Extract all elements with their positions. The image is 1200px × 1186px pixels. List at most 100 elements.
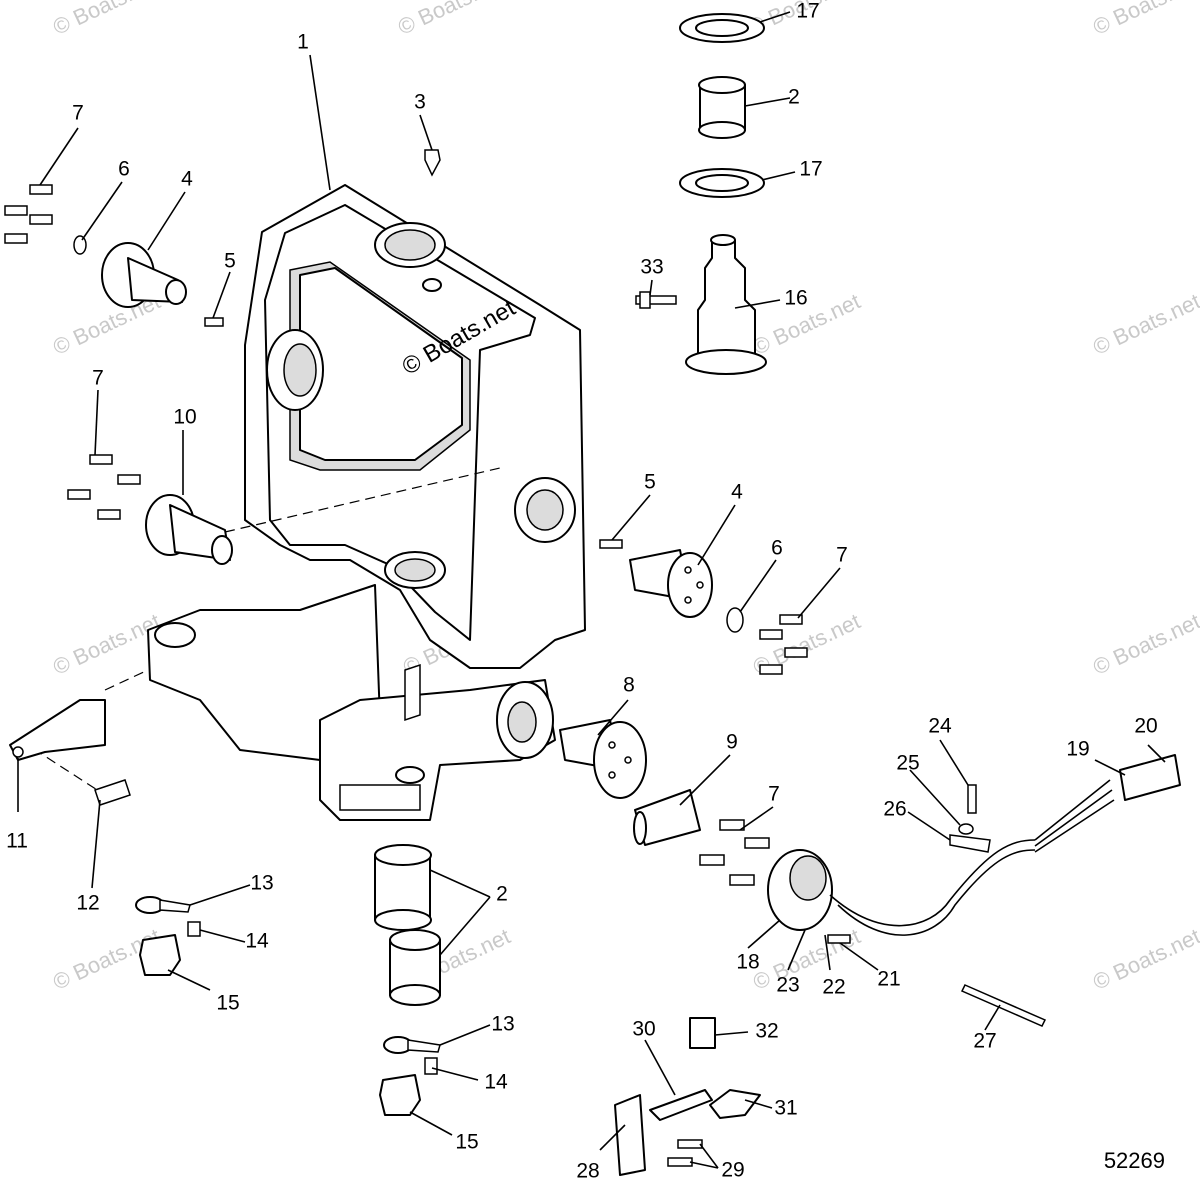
callout-14: 14 (484, 1071, 508, 1094)
callout-20: 20 (1134, 715, 1157, 738)
leader-lines (17, 11, 1166, 1169)
screw-5-right-part (599, 539, 623, 549)
watermark: © Boats.net (394, 0, 509, 40)
screw-33-part (635, 291, 677, 309)
callout-23: 23 (776, 974, 799, 997)
watermark: © Boats.net (1089, 608, 1200, 679)
watermark: © Boats.net (49, 0, 164, 40)
callout-14: 14 (245, 930, 269, 953)
callout-15: 15 (455, 1131, 478, 1154)
screw-5-top-part (204, 317, 224, 327)
callout-21: 21 (877, 968, 900, 991)
retainer-32-part (689, 1017, 716, 1049)
callout-12: 12 (76, 892, 99, 915)
callout-8: 8 (623, 674, 635, 697)
bracket-31-part (709, 1089, 761, 1119)
callout-5: 5 (644, 471, 656, 494)
callout-31: 31 (774, 1097, 797, 1120)
callout-2: 2 (496, 883, 508, 906)
nut-15a-part (139, 934, 181, 976)
pivot-pin-10-part (145, 494, 233, 565)
nut-15b-part (379, 1074, 421, 1116)
bolts-7-top-left (4, 184, 53, 244)
washer-6-right-part (726, 607, 744, 633)
ground-terminal-13b-part (383, 1036, 441, 1054)
bolts-7-right-lower (699, 819, 770, 886)
callout-17: 17 (796, 0, 819, 23)
grease-fitting-part (424, 149, 441, 177)
clip-26-part (949, 834, 991, 853)
callout-24: 24 (928, 715, 952, 738)
watermark: © Boats.net (749, 923, 864, 994)
thrust-washer-lower-part (679, 168, 765, 198)
washer-6-top-part (73, 235, 87, 255)
callout-32: 32 (755, 1020, 778, 1043)
callout-19: 19 (1066, 738, 1089, 761)
bolts-7-mid-left (67, 454, 141, 520)
callout-27: 27 (973, 1030, 996, 1053)
watermark: © Boats.net (49, 608, 164, 679)
pivot-pin-4-top-part (101, 242, 187, 308)
callout-28: 28 (576, 1160, 599, 1183)
screw-21-part (827, 934, 851, 944)
callout-16: 16 (784, 287, 807, 310)
callout-29: 29 (721, 1159, 744, 1182)
cable-tie-27-part (960, 984, 1047, 1027)
clip-12-part (94, 779, 131, 806)
screw-14a-part (187, 921, 201, 937)
callout-6: 6 (118, 158, 130, 181)
callout-4: 4 (181, 168, 193, 191)
callout-10: 10 (173, 406, 196, 429)
callout-7: 7 (836, 544, 848, 567)
ground-terminal-13a-part (135, 896, 191, 914)
bracket-28-part (614, 1094, 646, 1176)
callout-15: 15 (216, 992, 239, 1015)
screw-14b-part (424, 1057, 438, 1075)
callout-7: 7 (72, 102, 84, 125)
washer-25-part (958, 823, 974, 835)
callout-33: 33 (640, 256, 663, 279)
sleeve-9-part (633, 789, 701, 846)
callout-7: 7 (768, 783, 780, 806)
bracket-30-part (649, 1089, 713, 1121)
screws-29-part (667, 1139, 703, 1167)
callout-2: 2 (788, 86, 800, 109)
callout-5: 5 (224, 250, 236, 273)
pivot-pin-4-right-part (629, 549, 713, 618)
bolts-7-right-upper (759, 614, 808, 675)
callout-26: 26 (883, 798, 906, 821)
pivot-pin-8-part (559, 719, 647, 799)
callout-4: 4 (731, 481, 743, 504)
watermark: © Boats.net (1089, 288, 1200, 359)
gimbal-housing-part (147, 184, 586, 821)
callout-11: 11 (6, 830, 28, 853)
bushing-2-lower-a-part (374, 844, 432, 931)
callout-1: 1 (297, 31, 309, 54)
callout-17: 17 (799, 158, 822, 181)
trim-sender-18-part (767, 839, 1036, 936)
bushing-2-lower-b-part (389, 929, 441, 1006)
callout-18: 18 (736, 951, 759, 974)
terminals-19-part (1034, 779, 1115, 853)
watermarks: © Boats.net © Boats.net © Boats.net © Bo… (49, 0, 1200, 995)
callout-9: 9 (726, 731, 738, 754)
callout-7: 7 (92, 367, 104, 390)
callout-22: 22 (822, 976, 845, 999)
thrust-washer-top-part (679, 13, 765, 43)
watermark: © Boats.net (1089, 923, 1200, 994)
steering-pin-part (685, 234, 767, 375)
watermark: © Boats.net (1089, 0, 1200, 40)
callout-13: 13 (491, 1013, 514, 1036)
callout-25: 25 (896, 752, 919, 775)
callout-30: 30 (632, 1018, 655, 1041)
screw-24-part (967, 784, 977, 814)
bushing-top-part (698, 76, 746, 139)
drawing-number: 52269 (1104, 1148, 1165, 1173)
callout-numbers: 1 3 17 2 17 33 16 7 6 4 5 7 10 5 4 6 7 8… (6, 0, 1158, 1183)
callout-6: 6 (771, 537, 783, 560)
connector-20-part (1119, 754, 1181, 801)
callout-3: 3 (414, 91, 426, 114)
bracket-11-part (9, 699, 106, 761)
callout-13: 13 (250, 872, 273, 895)
